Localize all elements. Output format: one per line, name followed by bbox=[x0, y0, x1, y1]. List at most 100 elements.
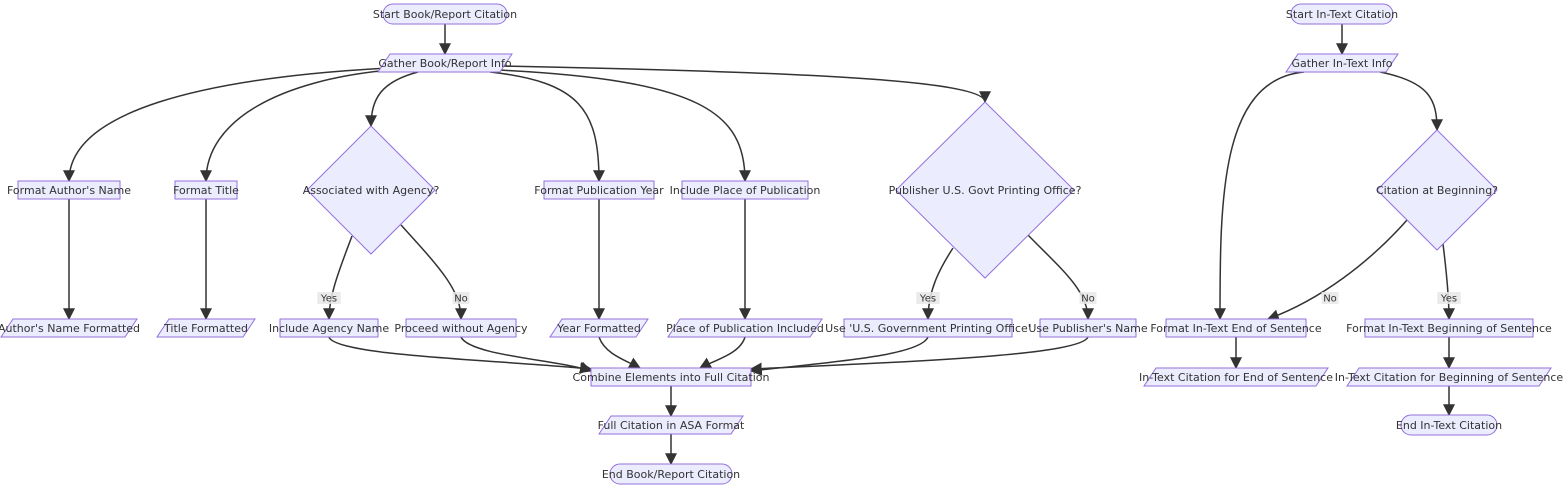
node-label: Title Formatted bbox=[163, 322, 248, 335]
node-label: Gather Book/Report Info bbox=[378, 57, 511, 70]
edge-gather-book-to-agency-q bbox=[365, 71, 419, 128]
node-fmt-begin: Format In-Text Beginning of Sentence bbox=[1346, 318, 1552, 338]
node-year-done: Year Formatted bbox=[549, 318, 649, 338]
parallelogram-shape bbox=[1285, 53, 1399, 73]
parallelogram-shape bbox=[1143, 367, 1329, 387]
node-fmt-year: Format Publication Year bbox=[534, 180, 664, 200]
node-use-pub: Use Publisher's Name bbox=[1028, 318, 1148, 338]
node-label: Author's Name Formatted bbox=[0, 322, 140, 335]
parallelogram-shape bbox=[667, 318, 823, 338]
rect-shape bbox=[1364, 318, 1534, 338]
edge-agency-q-to-inc-agency bbox=[323, 235, 353, 321]
node-label: Include Place of Publication bbox=[670, 184, 821, 197]
rect-shape bbox=[1039, 318, 1137, 338]
node-label: Include Agency Name bbox=[269, 322, 390, 335]
parallelogram-shape bbox=[1346, 367, 1552, 387]
edge-agency-q-to-no-agency bbox=[400, 224, 467, 321]
edge-label-text: Yes bbox=[320, 294, 337, 305]
node-intext-begin-done: In-Text Citation for Beginning of Senten… bbox=[1335, 367, 1563, 387]
edge-labels-layer: Yes No Yes No No Yes bbox=[317, 292, 1461, 305]
rect-shape bbox=[590, 367, 752, 387]
rect-shape bbox=[17, 180, 121, 200]
edge-gather-book-to-inc-place bbox=[497, 69, 751, 183]
node-label: Gather In-Text Info bbox=[1291, 57, 1392, 70]
edge-gather-book-to-fmt-year bbox=[489, 71, 605, 183]
node-use-gpo: Use 'U.S. Government Printing Office' bbox=[825, 318, 1031, 338]
rect-shape bbox=[279, 318, 379, 338]
parallelogram-shape bbox=[377, 53, 513, 73]
node-label: Proceed without Agency bbox=[394, 322, 528, 335]
node-label: Citation at Beginning? bbox=[1376, 184, 1498, 197]
node-author-done: Author's Name Formatted bbox=[0, 318, 140, 338]
node-govt-q: Publisher U.S. Govt Printing Office? bbox=[889, 101, 1082, 279]
edge-label-yes: Yes bbox=[1437, 292, 1461, 305]
node-fmt-end: Format In-Text End of Sentence bbox=[1150, 318, 1322, 338]
node-label: Year Formatted bbox=[556, 322, 641, 335]
edge-govt-q-to-use-pub bbox=[1026, 233, 1094, 321]
rect-shape bbox=[1165, 318, 1307, 338]
edge-label-text: No bbox=[1323, 294, 1337, 305]
node-end-book: End Book/Report Citation bbox=[602, 463, 740, 485]
edge-label-no: No bbox=[452, 292, 470, 305]
node-label: Format In-Text Beginning of Sentence bbox=[1346, 322, 1552, 335]
edge-govt-q-to-use-gpo bbox=[922, 247, 954, 321]
node-gather-intext: Gather In-Text Info bbox=[1285, 53, 1399, 73]
edge-gather-book-to-fmt-title bbox=[200, 69, 391, 183]
node-intext-end-done: In-Text Citation for End of Sentence bbox=[1139, 367, 1333, 387]
edge-inc-agency-to-combine bbox=[328, 336, 593, 374]
node-label: Start In-Text Citation bbox=[1286, 8, 1398, 21]
node-place-done: Place of Publication Included bbox=[666, 318, 824, 338]
edge-year-done-to-combine bbox=[598, 336, 642, 369]
node-no-agency: Proceed without Agency bbox=[394, 318, 528, 338]
node-gather-book: Gather Book/Report Info bbox=[377, 53, 513, 73]
node-label: Publisher U.S. Govt Printing Office? bbox=[889, 184, 1082, 197]
edge-use-pub-to-combine bbox=[749, 336, 1089, 375]
node-combine: Combine Elements into Full Citation bbox=[573, 367, 770, 387]
parallelogram-shape bbox=[156, 318, 256, 338]
edges-layer bbox=[63, 24, 1455, 466]
rect-shape bbox=[174, 180, 238, 200]
node-label: Format Author's Name bbox=[7, 184, 131, 197]
edge-label-yes: Yes bbox=[317, 292, 341, 305]
node-begin-q: Citation at Beginning? bbox=[1376, 129, 1498, 251]
edge-label-text: No bbox=[454, 294, 468, 305]
edge-label-text: Yes bbox=[919, 294, 936, 305]
parallelogram-shape bbox=[0, 318, 138, 338]
edge-label-no: No bbox=[1321, 292, 1339, 305]
node-inc-agency: Include Agency Name bbox=[269, 318, 390, 338]
diamond-shape bbox=[306, 125, 436, 255]
edge-use-gpo-to-combine bbox=[749, 336, 929, 376]
edge-begin-q-to-fmt-end bbox=[1266, 219, 1408, 321]
edge-label-text: No bbox=[1081, 294, 1095, 305]
node-title-done: Title Formatted bbox=[156, 318, 256, 338]
parallelogram-shape bbox=[598, 415, 744, 435]
node-start-book: Start Book/Report Citation bbox=[373, 3, 517, 25]
node-end-intext: End In-Text Citation bbox=[1396, 414, 1502, 436]
edge-gather-book-to-govt-q bbox=[499, 65, 991, 104]
node-label: Start Book/Report Citation bbox=[373, 8, 517, 21]
node-label: In-Text Citation for End of Sentence bbox=[1139, 371, 1333, 384]
parallelogram-shape bbox=[549, 318, 649, 338]
rect-shape bbox=[405, 318, 517, 338]
edge-place-done-to-combine bbox=[698, 336, 746, 369]
node-full-asa: Full Citation in ASA Format bbox=[598, 415, 745, 435]
node-label: Format Publication Year bbox=[534, 184, 664, 197]
node-label: End Book/Report Citation bbox=[602, 468, 740, 481]
node-label: Full Citation in ASA Format bbox=[598, 419, 745, 432]
edge-label-text: Yes bbox=[1440, 294, 1457, 305]
edge-gather-intext-to-fmt-end bbox=[1214, 71, 1305, 321]
rect-shape bbox=[543, 180, 655, 200]
node-agency-q: Associated with Agency? bbox=[303, 125, 439, 255]
stadium-shape bbox=[382, 3, 508, 25]
stadium-shape bbox=[609, 463, 733, 485]
node-fmt-title: Format Title bbox=[173, 180, 239, 200]
stadium-shape bbox=[1400, 414, 1498, 436]
node-label: Place of Publication Included bbox=[666, 322, 824, 335]
edge-gather-book-to-fmt-author bbox=[63, 67, 389, 183]
edge-label-yes: Yes bbox=[916, 292, 940, 305]
node-label: End In-Text Citation bbox=[1396, 419, 1502, 432]
node-label: Combine Elements into Full Citation bbox=[573, 371, 770, 384]
rect-shape bbox=[681, 180, 809, 200]
